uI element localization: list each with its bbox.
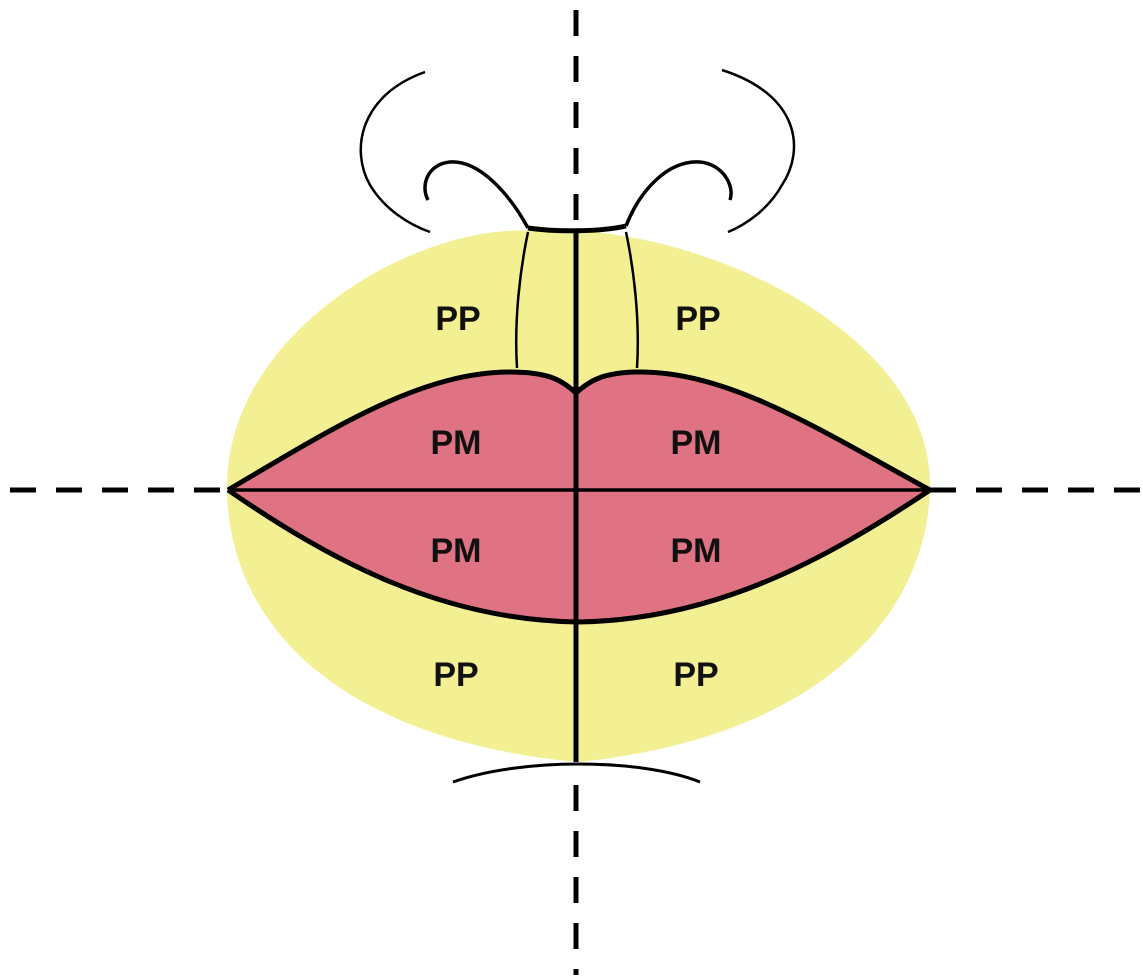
nasal-ala-right-icon xyxy=(721,68,796,234)
label-lower-right-lip: PM xyxy=(671,532,722,570)
label-upper-right-lip: PM xyxy=(671,424,722,462)
nostril-right-icon xyxy=(624,160,733,227)
philtral-column-left xyxy=(514,231,530,369)
nasal-ala-left-icon xyxy=(359,70,431,234)
label-lower-left-lip: PM xyxy=(431,532,482,570)
upper-lip xyxy=(228,372,930,490)
philtral-column-right xyxy=(624,231,640,369)
label-upper-right-perioral: PP xyxy=(675,300,720,338)
chin-crease xyxy=(452,762,701,784)
columella xyxy=(527,223,627,234)
lower-lip xyxy=(228,490,930,622)
label-lower-right-perioral: PP xyxy=(673,656,718,694)
label-lower-left-perioral: PP xyxy=(433,656,478,694)
nostril-left-icon xyxy=(423,160,530,229)
label-upper-left-lip: PM xyxy=(431,424,482,462)
label-upper-left-perioral: PP xyxy=(435,300,480,338)
